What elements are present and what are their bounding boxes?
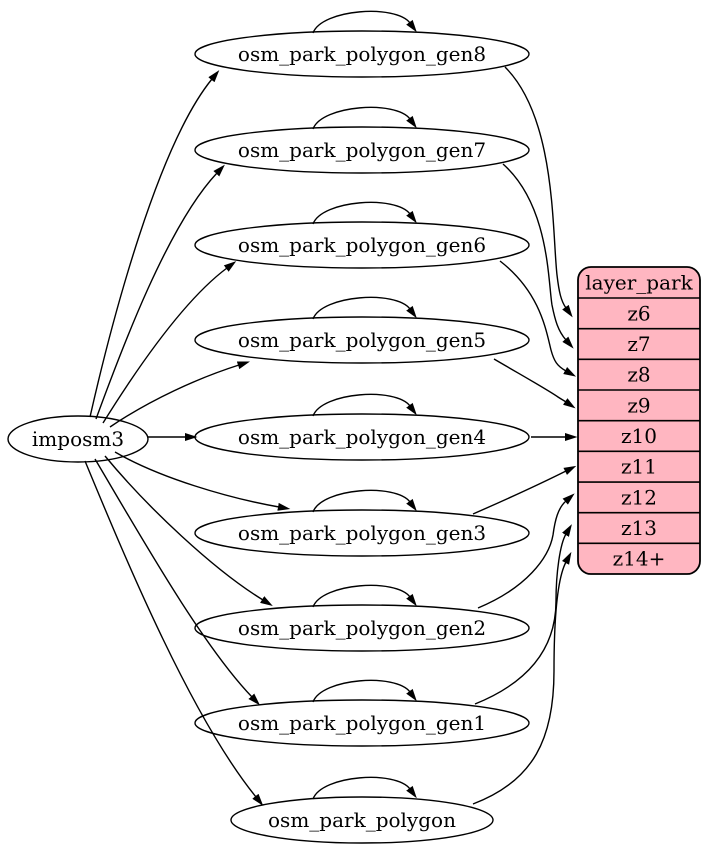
node-label: osm_park_polygon bbox=[268, 808, 456, 832]
node-label: imposm3 bbox=[32, 427, 124, 451]
node-osm_park_polygon_gen1: osm_park_polygon_gen1 bbox=[194, 699, 530, 747]
node-imposm3: imposm3 bbox=[7, 415, 149, 463]
edge-osm_park_polygon_gen8-to-z6 bbox=[504, 66, 573, 318]
table-row-z9: z9 bbox=[627, 393, 650, 417]
edge-imposm3-to-osm_park_polygon bbox=[84, 460, 264, 806]
node-label: osm_park_polygon_gen2 bbox=[238, 616, 486, 640]
edge-osm_park_polygon_gen5-to-z9 bbox=[493, 358, 576, 409]
edge-osm_park_polygon_gen7-to-z7 bbox=[502, 163, 574, 349]
node-osm_park_polygon: osm_park_polygon bbox=[230, 796, 494, 844]
edge-imposm3-to-osm_park_polygon_gen6 bbox=[102, 261, 237, 424]
node-label: osm_park_polygon_gen1 bbox=[238, 711, 486, 735]
table-row-z6: z6 bbox=[627, 301, 650, 325]
edge-osm_park_polygon_gen3-self-loop bbox=[312, 489, 417, 513]
node-label: osm_park_polygon_gen5 bbox=[238, 328, 486, 352]
edge-osm_park_polygon_gen7-self-loop bbox=[312, 106, 417, 130]
edge-imposm3-to-osm_park_polygon_gen1 bbox=[94, 458, 260, 706]
table-layer_park: layer_park z6 z7 z8 z9 z10 z11 z12 z13 z14+ bbox=[577, 266, 701, 575]
edge-osm_park_polygon_gen6-self-loop bbox=[312, 201, 417, 225]
node-osm_park_polygon_gen8: osm_park_polygon_gen8 bbox=[194, 30, 530, 78]
node-osm_park_polygon_gen5: osm_park_polygon_gen5 bbox=[194, 316, 530, 364]
edge-imposm3-to-osm_park_polygon_gen2 bbox=[104, 455, 273, 607]
edge-osm_park_polygon_gen2-to-z12 bbox=[477, 493, 575, 609]
table-row-z10: z10 bbox=[621, 424, 657, 448]
node-label: osm_park_polygon_gen4 bbox=[238, 425, 486, 449]
edge-osm_park_polygon_gen4-self-loop bbox=[312, 393, 417, 417]
table-row-z11: z11 bbox=[621, 455, 657, 479]
edge-osm_park_polygon_gen2-self-loop bbox=[312, 584, 417, 608]
table-header-layer_park: layer_park bbox=[585, 271, 693, 295]
edge-imposm3-to-osm_park_polygon_gen8 bbox=[89, 70, 220, 418]
edge-osm_park_polygon_gen6-to-z8 bbox=[499, 260, 577, 377]
table-row-z13: z13 bbox=[621, 516, 657, 540]
node-osm_park_polygon_gen3: osm_park_polygon_gen3 bbox=[194, 509, 530, 557]
table-row-z8: z8 bbox=[627, 363, 650, 387]
node-osm_park_polygon_gen2: osm_park_polygon_gen2 bbox=[194, 604, 530, 652]
edge-osm_park_polygon-to-z14+ bbox=[472, 551, 572, 805]
edge-osm_park_polygon_gen8-self-loop bbox=[312, 10, 417, 34]
edge-osm_park_polygon_gen1-self-loop bbox=[312, 679, 417, 703]
node-osm_park_polygon_gen6: osm_park_polygon_gen6 bbox=[194, 221, 530, 269]
table-row-z14+: z14+ bbox=[613, 547, 666, 571]
table-row-z12: z12 bbox=[621, 485, 657, 509]
node-label: osm_park_polygon_gen3 bbox=[238, 521, 486, 545]
table-row-z7: z7 bbox=[627, 332, 650, 356]
node-osm_park_polygon_gen7: osm_park_polygon_gen7 bbox=[194, 126, 530, 174]
edge-imposm3-to-osm_park_polygon_gen7 bbox=[95, 164, 225, 420]
node-label: osm_park_polygon_gen6 bbox=[238, 233, 486, 257]
node-label: osm_park_polygon_gen7 bbox=[238, 138, 486, 162]
node-osm_park_polygon_gen4: osm_park_polygon_gen4 bbox=[194, 413, 530, 461]
node-label: osm_park_polygon_gen8 bbox=[238, 42, 486, 66]
edge-osm_park_polygon-self-loop bbox=[312, 776, 417, 800]
edge-imposm3-to-osm_park_polygon_gen3 bbox=[114, 451, 291, 511]
edge-imposm3-to-osm_park_polygon_gen5 bbox=[109, 361, 250, 428]
edge-osm_park_polygon_gen3-to-z11 bbox=[472, 465, 577, 515]
edge-osm_park_polygon_gen5-self-loop bbox=[312, 296, 417, 320]
